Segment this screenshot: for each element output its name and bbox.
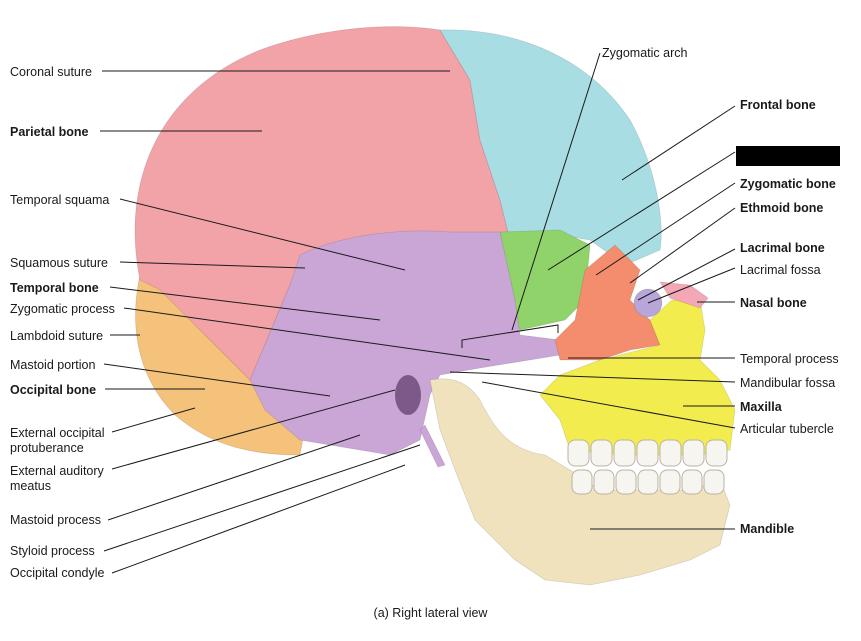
leader-line	[109, 286, 381, 321]
leader-line	[647, 267, 736, 304]
label-zygomatic-arch: Zygomatic arch	[602, 46, 688, 60]
leader-line	[103, 363, 331, 397]
leader-line	[111, 464, 406, 574]
upper-tooth	[659, 439, 682, 467]
lower-tooth	[637, 469, 659, 495]
label-lambdoid-suture: Lambdoid suture	[10, 329, 104, 343]
leader-line	[637, 248, 736, 301]
upper-tooth	[567, 439, 590, 467]
leader-line	[107, 434, 361, 521]
label-squamous-suture: Squamous suture	[10, 256, 108, 270]
label-external-auditory-meatus: External auditory meatus	[10, 464, 104, 493]
label-temporal-process: Temporal process	[740, 352, 839, 366]
label-mandible: Mandible	[740, 522, 795, 536]
maxilla-bone-shape	[539, 299, 736, 456]
leader-line	[595, 182, 736, 276]
label-mandibular-fossa: Mandibular fossa	[740, 376, 836, 390]
label-external-occipital-protuberance: External occipital protuberance	[10, 426, 105, 455]
label-occipital-condyle: Occipital condyle	[10, 566, 105, 580]
label-zygomatic-process: Zygomatic process	[10, 302, 115, 316]
leader-line	[449, 371, 736, 383]
lower-tooth	[703, 469, 725, 495]
leader-line	[119, 198, 406, 271]
external-auditory-meatus-opening	[395, 375, 421, 415]
figure-caption: (a) Right lateral view	[373, 606, 488, 620]
label-coronal-suture: Coronal suture	[10, 65, 92, 79]
leader-line	[629, 207, 736, 284]
zygomatic-arch-bracket	[461, 324, 559, 348]
label-mastoid-process: Mastoid process	[10, 513, 102, 527]
styloid-process-shape	[419, 424, 446, 468]
teeth	[567, 439, 728, 495]
leader-line	[511, 52, 601, 331]
lower-tooth	[593, 469, 615, 495]
leader-line	[103, 444, 421, 552]
redacted-label-box	[736, 146, 840, 166]
label-articular-tubercle: Articular tubercle	[740, 422, 834, 436]
upper-tooth	[590, 439, 613, 467]
label-maxilla: Maxilla	[740, 400, 782, 414]
label-ethmoid-bone: Ethmoid bone	[740, 201, 824, 215]
leader-line	[547, 151, 736, 271]
label-temporal-squama: Temporal squama	[10, 193, 110, 207]
label-lacrimal-fossa: Lacrimal fossa	[740, 263, 821, 277]
label-lacrimal-bone: Lacrimal bone	[740, 241, 825, 255]
label-parietal-bone: Parietal bone	[10, 125, 89, 139]
label-styloid-process: Styloid process	[10, 544, 95, 558]
leader-line	[111, 407, 196, 433]
lower-tooth	[681, 469, 703, 495]
leader-line	[621, 105, 736, 181]
leader-line	[123, 307, 491, 361]
label-occipital-bone: Occipital bone	[10, 383, 97, 397]
temporal-bone-shape	[249, 230, 561, 456]
label-frontal-bone: Frontal bone	[740, 98, 816, 112]
label-mastoid-portion: Mastoid portion	[10, 358, 96, 372]
leader-line	[119, 261, 306, 269]
leader-lines	[100, 52, 736, 574]
leader-line	[481, 381, 736, 429]
upper-tooth	[636, 439, 659, 467]
label-nasal-bone: Nasal bone	[740, 296, 807, 310]
zygomatic-bone-shape	[554, 244, 661, 361]
lower-tooth	[571, 469, 593, 495]
label-zygomatic-bone: Zygomatic bone	[740, 177, 836, 191]
upper-tooth	[613, 439, 636, 467]
lower-tooth	[659, 469, 681, 495]
label-temporal-bone: Temporal bone	[10, 281, 99, 295]
upper-tooth	[682, 439, 705, 467]
upper-tooth	[705, 439, 728, 467]
leader-line	[111, 389, 396, 470]
lower-tooth	[615, 469, 637, 495]
